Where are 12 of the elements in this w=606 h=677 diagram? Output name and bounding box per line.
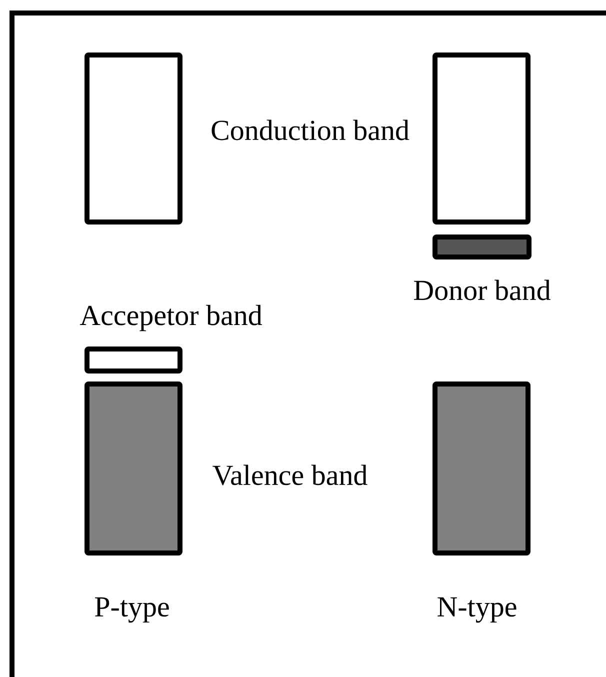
band-rectangle [84, 382, 182, 556]
band-rectangle [84, 52, 182, 224]
label-text: P-type [94, 597, 169, 623]
label-text: Valence band [212, 464, 368, 486]
band-rectangle [432, 382, 530, 556]
label-text: Conduction band [212, 120, 410, 140]
band-bar [84, 346, 182, 374]
band-label: Accepetor band [80, 304, 262, 332]
band-rectangle [432, 52, 530, 224]
label-text: N-type [438, 597, 516, 623]
band-bar [432, 234, 532, 260]
band-label: Donor band [414, 280, 550, 300]
